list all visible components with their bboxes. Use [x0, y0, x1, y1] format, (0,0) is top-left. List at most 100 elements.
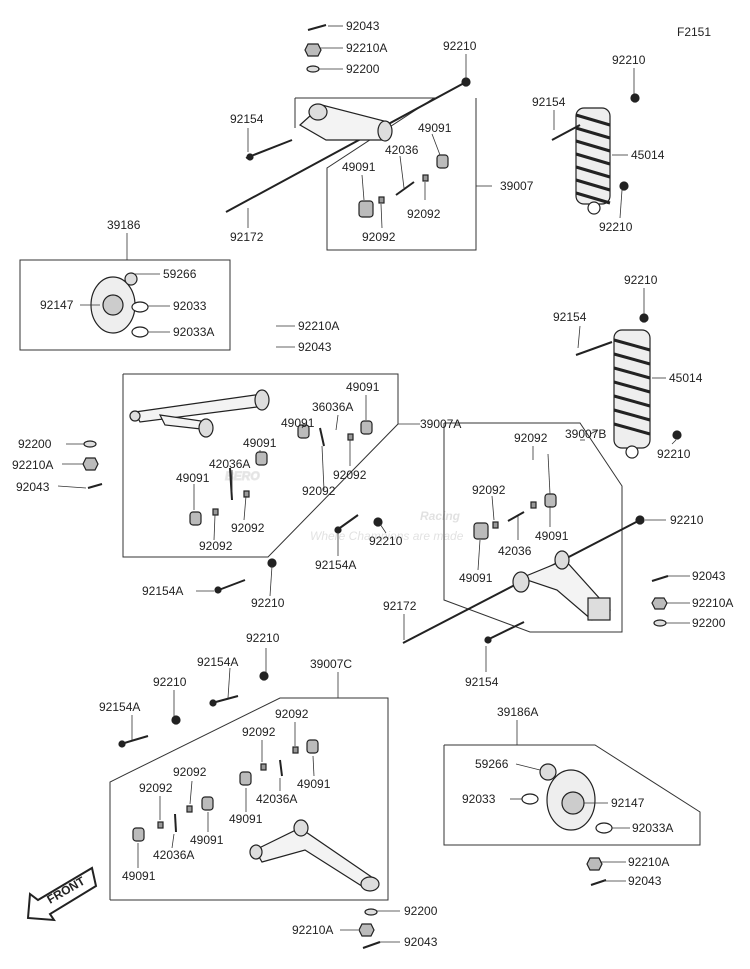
group-label-39007: 39007: [500, 179, 534, 193]
part-label: 49091: [122, 869, 156, 883]
part-label: 92200: [404, 904, 438, 918]
part-label: 92092: [242, 725, 276, 739]
part-label: 92147: [40, 298, 74, 312]
watermark-tagline: Where Champions are made: [310, 529, 464, 543]
part-label: 92154: [553, 310, 587, 324]
part-label: 92200: [346, 62, 380, 76]
part-label: 49091: [535, 529, 569, 543]
part-label: 92210: [624, 273, 658, 287]
group-labels: 39007 39186 39007A 39007B 39007C 39186A: [107, 179, 606, 719]
part-label: 92092: [231, 521, 265, 535]
parts-art: [82, 24, 682, 949]
group-box-knuckle-left: [443, 744, 701, 846]
group-label-39186a: 39186A: [497, 705, 538, 719]
part-label: 92210A: [692, 596, 733, 610]
part-label: 92154: [465, 675, 499, 689]
shock-mid: [575, 313, 682, 459]
part-label: 49091: [281, 416, 315, 430]
part-label: 92154: [532, 95, 566, 109]
part-label: 92154A: [99, 700, 140, 714]
part-label: 92172: [383, 599, 417, 613]
group-box-upper-front: [122, 373, 399, 558]
part-label: 92210: [612, 53, 646, 67]
part-label: 92210: [443, 39, 477, 53]
part-label: 92200: [18, 437, 52, 451]
part-label: 92210: [369, 534, 403, 548]
lower-left-arm-art: [249, 819, 380, 892]
part-label: 42036A: [153, 848, 194, 862]
part-label: 59266: [163, 267, 197, 281]
part-label: 92043: [346, 19, 380, 33]
part-labels: 92043 92210A 92200 92210 92154 49091 420…: [12, 19, 733, 949]
part-label: 92033: [462, 792, 496, 806]
part-label: 49091: [190, 833, 224, 847]
part-label: 92043: [16, 480, 50, 494]
part-label: 59266: [475, 757, 509, 771]
part-label: 92092: [407, 207, 441, 221]
part-label: 92200: [692, 616, 726, 630]
part-label: 92092: [199, 539, 233, 553]
shock-top: [551, 93, 640, 215]
part-label: 92210: [153, 675, 187, 689]
leader-lines: [57, 25, 690, 943]
group-label-39007a: 39007A: [420, 417, 461, 431]
part-label: 92033A: [173, 325, 214, 339]
part-label: 92172: [230, 230, 264, 244]
part-label: 92210: [599, 220, 633, 234]
part-label: 92154: [230, 112, 264, 126]
part-label: 92210: [251, 596, 285, 610]
group-boxes: [19, 97, 701, 901]
part-label: 92154A: [142, 584, 183, 598]
part-label: 92092: [302, 484, 336, 498]
part-label: 49091: [243, 436, 277, 450]
group-label-39007c: 39007C: [310, 657, 352, 671]
upper-front-arm-art: [129, 389, 270, 438]
part-label: 92092: [139, 781, 173, 795]
page-code: F2151: [677, 25, 711, 39]
part-label: 49091: [297, 777, 331, 791]
part-label: 92043: [298, 340, 332, 354]
part-label: 45014: [631, 148, 665, 162]
part-label: 92210A: [12, 458, 53, 472]
part-label: 92210A: [628, 855, 669, 869]
part-label: 92043: [404, 935, 438, 949]
part-label: 42036A: [209, 457, 250, 471]
group-label-39007b: 39007B: [565, 427, 606, 441]
part-label: 92154A: [315, 558, 356, 572]
group-box-lower-right: [443, 422, 623, 633]
watermark-sub: Racing: [420, 509, 461, 523]
part-label: 49091: [459, 571, 493, 585]
group-box-lower-left: [109, 697, 389, 901]
watermark: BERO Racing Where Champions are made: [225, 469, 464, 544]
part-label: 92210A: [298, 319, 339, 333]
group-box-knuckle-right: [19, 259, 231, 351]
part-label: 92092: [472, 483, 506, 497]
part-label: 92033A: [632, 821, 673, 835]
part-label: 92210A: [346, 41, 387, 55]
part-label: 49091: [346, 380, 380, 394]
part-label: 42036A: [256, 792, 297, 806]
part-label: 36036A: [312, 400, 353, 414]
part-label: 92210A: [292, 923, 333, 937]
part-label: 49091: [229, 812, 263, 826]
part-label: 49091: [418, 121, 452, 135]
part-label: 92210: [657, 447, 691, 461]
group-label-39186: 39186: [107, 218, 141, 232]
part-label: 92092: [173, 765, 207, 779]
part-label: 92147: [611, 796, 645, 810]
group-box-upper-rear: [295, 97, 477, 251]
part-label: 92210: [246, 631, 280, 645]
part-label: 92043: [692, 569, 726, 583]
part-label: 92092: [333, 468, 367, 482]
part-label: 92154A: [197, 655, 238, 669]
part-label: 42036: [498, 544, 532, 558]
part-label: 42036: [385, 143, 419, 157]
part-label: 49091: [342, 160, 376, 174]
part-label: 92092: [362, 230, 396, 244]
part-label: 92210: [670, 513, 704, 527]
part-label: 49091: [176, 471, 210, 485]
part-label: 92092: [514, 431, 548, 445]
knuckle-left-art: [521, 763, 613, 834]
knuckle-right-art: [90, 272, 149, 338]
